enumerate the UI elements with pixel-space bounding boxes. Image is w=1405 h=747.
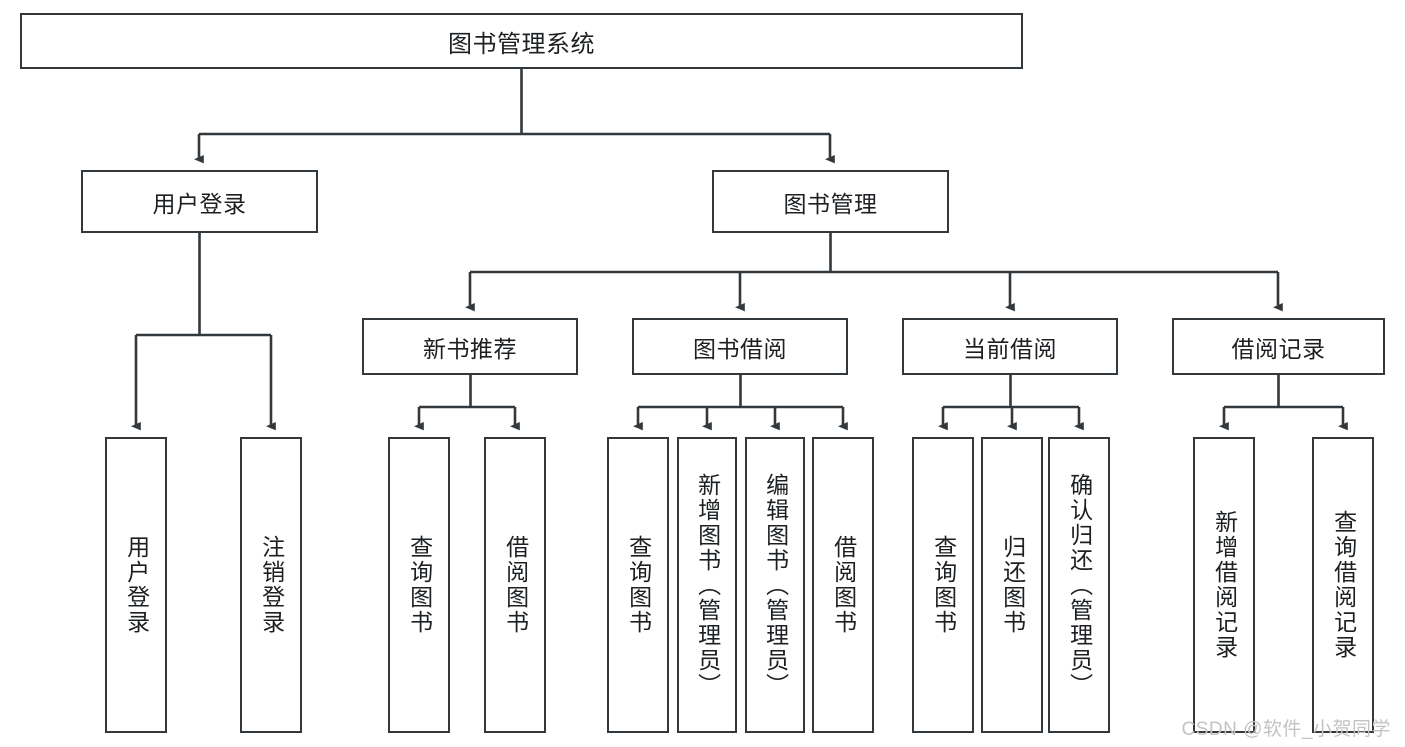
node-borrow-record[interactable]: 借阅记录	[1172, 318, 1385, 375]
node-query-borrow-record[interactable]: 查询借阅记录	[1312, 437, 1374, 733]
node-edit-book-admin-label: 编辑图书（管理员）	[762, 472, 789, 698]
node-borrow-book-2[interactable]: 借阅图书	[812, 437, 874, 733]
csdn-watermark: CSDN @软件_小贺同学	[1181, 719, 1391, 740]
node-query-book-2[interactable]: 查询图书	[607, 437, 669, 733]
node-query-book-2-label: 查询图书	[625, 535, 652, 635]
node-user-login[interactable]: 用户登录	[81, 170, 318, 233]
node-borrow-record-label: 借阅记录	[1231, 335, 1326, 362]
node-new-book-recommend-label: 新书推荐	[423, 335, 517, 362]
node-current-borrow-label: 当前借阅	[963, 335, 1057, 362]
node-book-borrow-label: 图书借阅	[693, 335, 787, 362]
node-add-book-admin[interactable]: 新增图书（管理员）	[677, 437, 737, 733]
node-borrow-book-1-label: 借阅图书	[502, 535, 529, 635]
node-user-logout-leaf-label: 注销登录	[258, 535, 285, 635]
node-confirm-return-admin[interactable]: 确认归还（管理员）	[1048, 437, 1110, 733]
node-new-book-recommend[interactable]: 新书推荐	[362, 318, 578, 375]
node-borrow-book-2-label: 借阅图书	[830, 535, 857, 635]
node-current-borrow[interactable]: 当前借阅	[902, 318, 1118, 375]
node-book-management[interactable]: 图书管理	[712, 170, 949, 233]
node-query-borrow-record-label: 查询借阅记录	[1330, 510, 1357, 660]
node-user-logout-leaf[interactable]: 注销登录	[240, 437, 302, 733]
node-add-borrow-record[interactable]: 新增借阅记录	[1193, 437, 1255, 733]
node-return-book-label: 归还图书	[999, 535, 1026, 635]
node-query-book-1[interactable]: 查询图书	[388, 437, 450, 733]
node-query-book-3-label: 查询图书	[930, 535, 957, 635]
node-user-login-label: 用户登录	[152, 190, 247, 217]
node-root[interactable]: 图书管理系统	[20, 13, 1023, 69]
node-book-borrow[interactable]: 图书借阅	[632, 318, 848, 375]
node-confirm-return-admin-label: 确认归还（管理员）	[1066, 472, 1093, 698]
node-user-login-leaf-label: 用户登录	[123, 535, 150, 635]
node-root-label: 图书管理系统	[448, 30, 595, 58]
node-borrow-book-1[interactable]: 借阅图书	[484, 437, 546, 733]
node-query-book-1-label: 查询图书	[406, 535, 433, 635]
node-query-book-3[interactable]: 查询图书	[912, 437, 974, 733]
node-user-login-leaf[interactable]: 用户登录	[105, 437, 167, 733]
node-return-book[interactable]: 归还图书	[981, 437, 1043, 733]
node-book-management-label: 图书管理	[783, 190, 878, 217]
node-edit-book-admin[interactable]: 编辑图书（管理员）	[745, 437, 805, 733]
node-add-book-admin-label: 新增图书（管理员）	[694, 472, 721, 698]
node-add-borrow-record-label: 新增借阅记录	[1211, 510, 1238, 660]
